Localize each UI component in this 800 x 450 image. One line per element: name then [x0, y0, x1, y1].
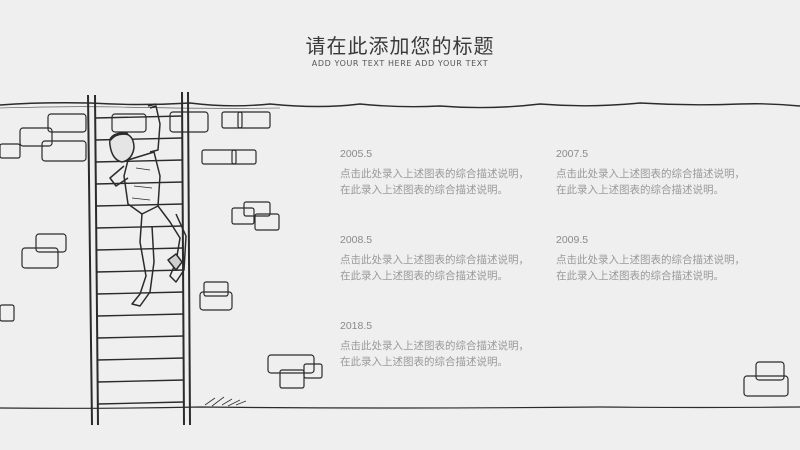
- ground-line: [0, 406, 800, 409]
- entry-text: 点击此处录入上述图表的综合描述说明，在此录入上述图表的综合描述说明。: [340, 340, 529, 368]
- entry-text: 点击此处录入上述图表的综合描述说明，在此录入上述图表的综合描述说明。: [556, 168, 745, 196]
- entry-text: 点击此处录入上述图表的综合描述说明，在此录入上述图表的综合描述说明。: [340, 168, 529, 196]
- entry-text: 点击此处录入上述图表的综合描述说明，在此录入上述图表的综合描述说明。: [340, 254, 529, 282]
- entry-year: 2018.5: [340, 320, 373, 332]
- timeline-entry: 2007.5 点击此处录入上述图表的综合描述说明，在此录入上述图表的综合描述说明…: [556, 148, 746, 198]
- timeline-entry: 2005.5 点击此处录入上述图表的综合描述说明，在此录入上述图表的综合描述说明…: [340, 148, 530, 198]
- climbing-man-icon: [109, 103, 187, 307]
- entry-year: 2005.5: [340, 148, 373, 160]
- entry-year: 2008.5: [340, 234, 373, 246]
- wall-top-line-2: [0, 106, 281, 109]
- brick-icon: [0, 111, 789, 397]
- ladder-icon: [87, 91, 191, 426]
- timeline-entry: 2018.5 点击此处录入上述图表的综合描述说明，在此录入上述图表的综合描述说明…: [340, 320, 530, 370]
- entry-text: 点击此处录入上述图表的综合描述说明，在此录入上述图表的综合描述说明。: [556, 254, 745, 282]
- ground-hatching: [204, 396, 247, 407]
- entry-year: 2007.5: [556, 148, 589, 160]
- timeline-entry: 2009.5 点击此处录入上述图表的综合描述说明，在此录入上述图表的综合描述说明…: [556, 234, 746, 284]
- timeline-entry: 2008.5 点击此处录入上述图表的综合描述说明，在此录入上述图表的综合描述说明…: [340, 234, 530, 284]
- slide-subtitle: ADD YOUR TEXT HERE ADD YOUR TEXT: [311, 59, 489, 68]
- slide-title: 请在此添加您的标题: [305, 34, 495, 58]
- entry-year: 2009.5: [556, 234, 589, 246]
- wall-top-line: [0, 102, 800, 109]
